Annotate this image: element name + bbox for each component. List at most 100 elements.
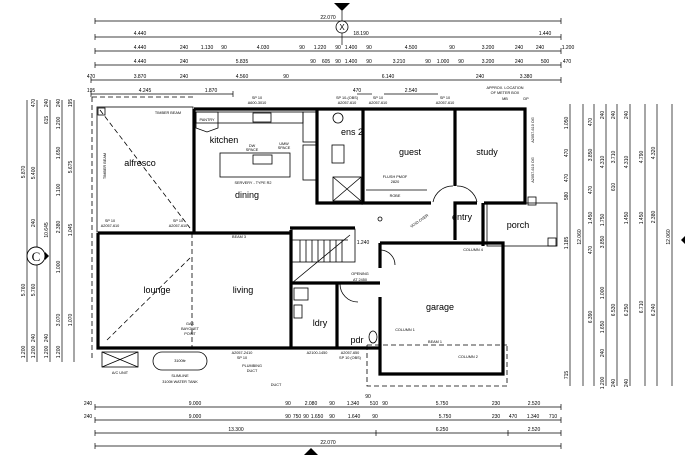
dimension-label: 3.210 <box>393 59 406 65</box>
dimension-label: 1.200 <box>56 346 62 359</box>
note-hall-dim: 1.240 <box>357 240 370 246</box>
room-study: study <box>476 147 498 157</box>
dimension-label: 12.060 <box>666 229 672 245</box>
dimension-label: 10.645 <box>44 222 50 238</box>
window-ens2b-2: A2057-610 <box>369 101 388 105</box>
dimension-label: 3.070 <box>56 314 62 327</box>
cooktop-icon <box>252 112 272 123</box>
dimension-label: 4.030 <box>257 45 270 51</box>
dimension-label: 240 <box>31 334 37 343</box>
dimension-label: 470 <box>87 74 96 80</box>
dimension-label: 6.530 <box>611 304 617 317</box>
note-gas-1: GAS <box>186 322 194 326</box>
dimension-label: 4.440 <box>134 59 147 65</box>
dimension-label: 2.540 <box>405 88 418 94</box>
toilet-icon <box>332 112 344 124</box>
kitchen-island <box>219 152 291 178</box>
dimension-label: 90 <box>335 45 341 51</box>
note-beam1: BEAM 1 <box>428 340 442 344</box>
dimension-label: 90 <box>335 59 341 65</box>
dimension-label: 13.300 <box>228 427 244 433</box>
pantry-shape <box>195 111 219 133</box>
dimension-label: 3.870 <box>134 74 147 80</box>
dimension-label: 470 <box>353 88 362 94</box>
dimension-label: 90 <box>285 401 291 407</box>
note-servery: SERVERY - TYPE R2 <box>234 181 271 185</box>
note-dw: DW <box>249 144 256 148</box>
dimension-label: 240 <box>180 59 189 65</box>
dimension-label: 240 <box>44 99 50 108</box>
room-kitchen: kitchen <box>210 135 239 145</box>
dimension-label: 5.760 <box>21 284 27 297</box>
dimension-label: 230 <box>492 401 501 407</box>
window-study-r1: A2057-610 OG <box>531 117 535 143</box>
note-ac-unit: A/C UNIT <box>112 371 129 375</box>
dimension-label: 2.380 <box>56 221 62 234</box>
dimension-label: 240 <box>624 111 630 120</box>
note-flush-pmof: FLUSH PMOF <box>383 175 408 179</box>
dimension-label: 1.050 <box>564 117 570 130</box>
window-living-1: A2057-2410 <box>232 351 253 355</box>
window-ens2-1: SP 10-(OBS) <box>336 96 359 100</box>
dimension-label: 90 <box>329 414 335 420</box>
walls <box>96 107 527 376</box>
dimension-label: 90 <box>283 74 289 80</box>
ac-unit-icon <box>101 351 139 368</box>
window-alfresco-l-2: A2057-610 <box>101 224 120 228</box>
dimension-label: 1.200 <box>562 45 575 51</box>
window-study-r2: A2057-610 OG <box>531 157 535 183</box>
dimension-label: 470 <box>564 149 570 158</box>
smoke-detector-icon <box>377 216 383 222</box>
dimension-label: 1.220 <box>314 45 327 51</box>
stairs-icon <box>291 228 356 284</box>
dimension-label: 3.710 <box>611 151 617 164</box>
dimension-label: 1.450 <box>588 212 594 225</box>
dimension-label: 90 <box>329 401 335 407</box>
dimension-label: 240 <box>611 379 617 388</box>
dimension-label: 1.200 <box>31 346 37 359</box>
dimension-label: 6.250 <box>624 304 630 317</box>
dimension-label: 90 <box>372 414 378 420</box>
dimension-label: 90 <box>285 414 291 420</box>
dimension-label: 5.870 <box>21 166 27 179</box>
note-gas-2: BAYONET <box>181 327 200 331</box>
dimension-label: 90 <box>382 401 388 407</box>
interior-details <box>101 111 558 387</box>
note-umw-space: SPACE <box>278 146 291 150</box>
room-labels: alfresco kitchen dining ens 2 guest stud… <box>124 127 529 345</box>
dimension-label: 90 <box>221 45 227 51</box>
dimension-label: 5.750 <box>436 401 449 407</box>
note-robe: ROBE <box>390 194 401 198</box>
dimension-label: 1.130 <box>201 45 214 51</box>
dimension-label: 240 <box>180 74 189 80</box>
dimension-label: 4.310 <box>624 156 630 169</box>
dimension-label: 230 <box>492 414 501 420</box>
dimension-label: 1.440 <box>539 31 552 37</box>
dimension-label: 6.390 <box>588 311 594 324</box>
dimension-label: 1.450 <box>624 212 630 225</box>
room-entry: entry <box>452 212 473 222</box>
dimension-label: 4.440 <box>134 45 147 51</box>
dimension-label: 4.440 <box>134 31 147 37</box>
dimension-label: 22.070 <box>320 15 336 21</box>
dimension-label: 4.310 <box>600 156 606 169</box>
dimension-label: 470 <box>509 414 518 420</box>
dimension-label: 1.750 <box>600 214 606 227</box>
window-ens2b-1: SP 10 <box>373 96 383 100</box>
section-arrow-right-icon <box>681 236 685 244</box>
dimension-label: 1.650 <box>600 321 606 334</box>
note-beam3: BEAM 3 <box>232 235 246 239</box>
dimension-label: 90 <box>365 394 371 400</box>
dimension-label: 9.000 <box>189 414 202 420</box>
dimension-label: 1.000 <box>56 261 62 274</box>
dimension-label: 195 <box>68 99 74 108</box>
note-timber-beam-left: TIMBER BEAM <box>103 153 107 179</box>
dimension-label: 1.400 <box>345 59 358 65</box>
dimension-label: 2.520 <box>528 427 541 433</box>
note-water-tank-1: SLIMLINE <box>171 374 189 378</box>
shower-icon <box>332 176 362 202</box>
note-meter-box-2: OF METER BOX <box>491 91 520 95</box>
dimension-label: 2.380 <box>651 211 657 224</box>
dimension-label: 710 <box>549 414 558 420</box>
